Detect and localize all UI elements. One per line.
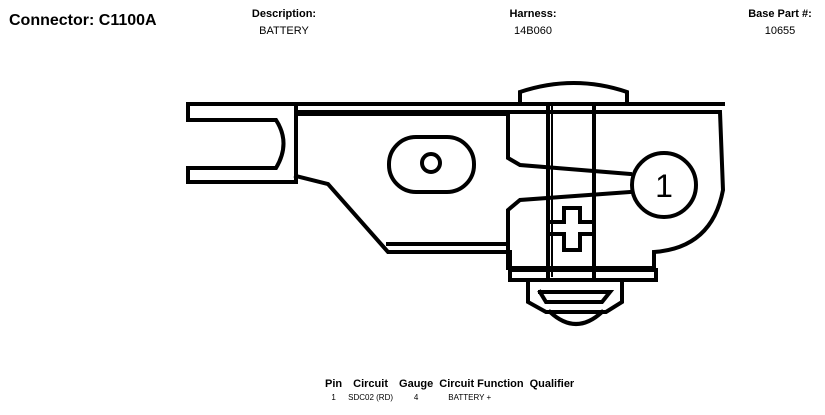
- connector-title: Connector: C1100A: [9, 12, 157, 29]
- nut-lower: [526, 278, 624, 314]
- col-header-qualifier: Qualifier: [529, 378, 575, 390]
- cell-qualifier: [527, 391, 578, 402]
- col-header-function: Circuit Function: [439, 378, 524, 390]
- inner-ledge-upper: [294, 112, 633, 177]
- cell-function: BATTERY +: [448, 393, 492, 402]
- base-part-value: 10655: [764, 25, 796, 37]
- pin-callout-number: 1: [655, 168, 673, 204]
- harness-value: 14B060: [514, 25, 552, 37]
- col-header-circuit: Circuit: [353, 378, 388, 390]
- pin-table-header-row: Pin Circuit Gauge Circuit Function Quali…: [322, 378, 577, 391]
- pin-table: Pin Circuit Gauge Circuit Function Quali…: [322, 378, 577, 402]
- pin-callout-circle: [630, 151, 698, 219]
- cell-gauge: 4: [413, 393, 419, 402]
- phillips-cross: [546, 206, 596, 252]
- base-part-field: Base Part #: 10655: [735, 8, 825, 38]
- oval-slot: [387, 135, 476, 194]
- slot-hole: [420, 152, 442, 174]
- base-part-label: Base Part #:: [748, 8, 812, 20]
- terminal-fork: [186, 102, 298, 184]
- harness-field: Harness: 14B060: [483, 8, 583, 38]
- nut-inner: [537, 289, 615, 304]
- harness-label: Harness:: [509, 8, 557, 20]
- description-value: BATTERY: [259, 25, 309, 37]
- washer: [508, 268, 658, 282]
- inner-ledge-lower: [506, 189, 633, 270]
- description-label: Description:: [251, 8, 317, 20]
- col-header-gauge: Gauge: [399, 378, 434, 390]
- description-field: Description: BATTERY: [234, 8, 334, 38]
- cell-pin: 1: [331, 393, 336, 402]
- screw-head: [518, 81, 629, 106]
- col-header-pin: Pin: [325, 378, 343, 390]
- table-row: 1 SDC02 (RD) 4 BATTERY +: [322, 391, 577, 402]
- screw-tip: [547, 309, 605, 326]
- cell-circuit: SDC02 (RD): [348, 393, 394, 402]
